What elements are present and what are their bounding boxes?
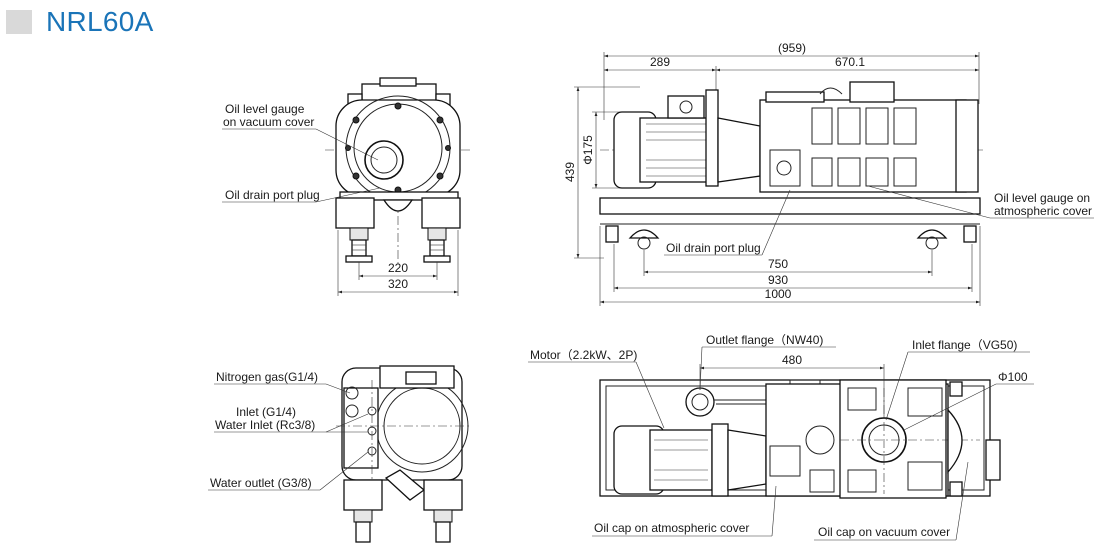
side-dim-750: 750	[768, 257, 788, 271]
front-dim-220: 220	[388, 261, 408, 275]
side-dim-289: 289	[650, 55, 670, 69]
side-dim-phi175: Φ175	[581, 135, 595, 165]
front-dim-320: 320	[388, 277, 408, 291]
header-square-marker	[6, 10, 32, 34]
callout-water-outlet: Water outlet (G3/8)	[210, 476, 312, 490]
housing-bolts	[345, 102, 451, 194]
side-view: (959) 289 670.1 439 Φ175	[563, 41, 1094, 306]
side-dim-930: 930	[768, 273, 788, 287]
callout-oil-drain-plug-front: Oil drain port plug	[225, 188, 320, 202]
callout-outlet-flange: Outlet flange（NW40)	[706, 333, 823, 347]
callout-water-inlet: Water Inlet (Rc3/8)	[215, 418, 315, 432]
callout-oil-level-gauge-line1: Oil level gauge	[225, 102, 305, 116]
side-dim-959: (959)	[778, 41, 806, 55]
callout-oil-level-gauge-line2: on vacuum cover	[223, 115, 314, 129]
pump-ribs	[769, 107, 917, 187]
callout-oil-level-gauge-atm-line2: atmospheric cover	[994, 204, 1092, 218]
side-dim-439: 439	[563, 162, 577, 182]
page-title: NRL60A	[46, 6, 154, 37]
callout-oil-cap-atm: Oil cap on atmospheric cover	[594, 521, 749, 535]
callout-oil-drain-plug-side: Oil drain port plug	[666, 241, 761, 255]
top-view: 480 Motor（2.2kW、2P) Outlet flange（NW40) …	[528, 333, 1034, 541]
motor-fins	[646, 123, 710, 177]
callout-inlet-dia: Φ100	[998, 370, 1028, 384]
callout-nitrogen-gas: Nitrogen gas(G1/4)	[216, 370, 318, 384]
top-ribs	[769, 387, 943, 493]
page-header: NRL60A	[6, 4, 154, 40]
top-dim-480: 480	[782, 353, 802, 367]
callout-motor: Motor（2.2kW、2P)	[530, 348, 637, 362]
callout-oil-level-gauge-atm-line1: Oil level gauge on	[994, 191, 1090, 205]
callout-inlet: Inlet (G1/4)	[236, 405, 296, 419]
front-view: 220 320 Oil level gauge on vacuum cover …	[222, 77, 472, 296]
top-motor-fins	[654, 439, 708, 481]
side-dim-1000: 1000	[765, 287, 792, 301]
side-dim-670: 670.1	[835, 55, 865, 69]
callout-inlet-flange: Inlet flange（VG50)	[912, 338, 1017, 352]
rear-view: Nitrogen gas(G1/4) Inlet (G1/4) Water In…	[208, 365, 472, 543]
callout-oil-cap-vac: Oil cap on vacuum cover	[818, 525, 950, 539]
